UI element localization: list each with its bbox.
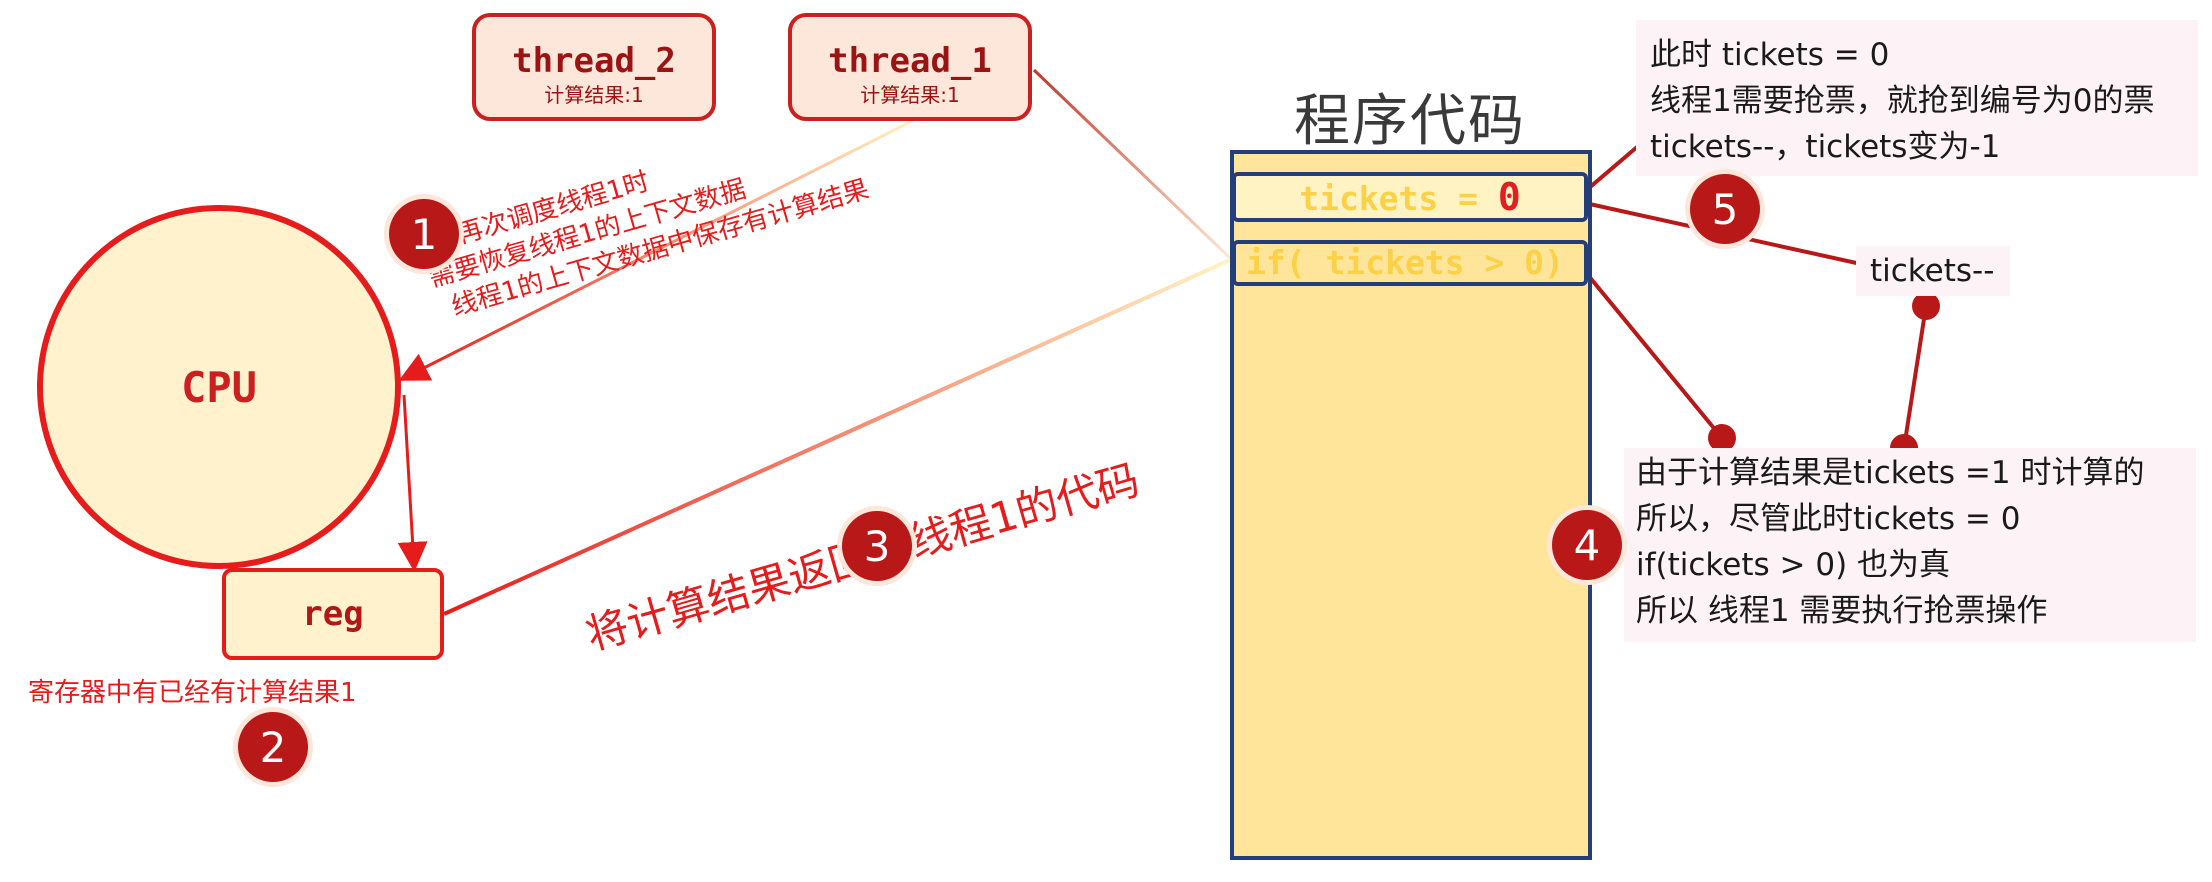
step5-note-bg <box>1636 20 2198 176</box>
tickets-dec-bg <box>1856 246 2010 296</box>
thread-2-result: 计算结果:1 <box>544 83 644 107</box>
step5-line-3: tickets--，tickets变为-1 <box>1650 129 2001 165</box>
step5-note: 此时 tickets = 0 线程1需要抢票，就抢到编号为0的票 tickets… <box>1650 32 2154 170</box>
code-line-tickets-value: 0 <box>1497 175 1521 219</box>
step-badge-1: 1 <box>389 199 459 269</box>
step4-note-bg <box>1624 448 2196 642</box>
step5-line-1: 此时 tickets = 0 <box>1650 37 1890 73</box>
step4-line-4: 所以 线程1 需要执行抢票操作 <box>1636 593 2048 629</box>
cpu-label: CPU <box>181 362 257 412</box>
code-line-tickets: tickets = 0 <box>1232 172 1588 222</box>
register-box: reg <box>222 568 444 660</box>
step-badge-4: 4 <box>1552 510 1622 580</box>
thread-2-box: thread_2 计算结果:1 <box>472 13 716 121</box>
connector-code-to-reg <box>443 258 1231 616</box>
code-line-tickets-prefix: tickets = <box>1299 179 1498 218</box>
step-badge-2: 2 <box>238 712 308 782</box>
code-line-if: if( tickets > 0) <box>1232 240 1588 286</box>
step5-line-2: 线程1需要抢票，就抢到编号为0的票 <box>1650 83 2155 119</box>
connector-cpu-to-reg <box>397 394 428 572</box>
cpu-circle: CPU <box>37 205 401 569</box>
connector-thread1-to-cpu <box>398 116 919 381</box>
register-label: reg <box>302 594 364 634</box>
thread-1-result: 计算结果:1 <box>860 83 960 107</box>
register-note: 寄存器中有已经有计算结果1 <box>28 678 357 708</box>
thread-1-name: thread_1 <box>828 41 992 81</box>
thread-2-name: thread_2 <box>512 41 676 81</box>
step-badge-3: 3 <box>842 511 912 581</box>
step-badge-5: 5 <box>1690 174 1760 244</box>
thread-1-box: thread_1 计算结果:1 <box>788 13 1032 121</box>
code-title: 程序代码 <box>1294 89 1526 154</box>
step4-note: 由于计算结果是tickets =1 时计算的 所以，尽管此时tickets = … <box>1636 450 2144 634</box>
step4-line-2: 所以，尽管此时tickets = 0 <box>1636 501 2021 537</box>
step4-line-1: 由于计算结果是tickets =1 时计算的 <box>1636 455 2145 491</box>
connector-dec-to-step4 <box>1890 292 1940 462</box>
connector-step4-note <box>1564 249 1736 452</box>
connector-thread1-to-code <box>1032 68 1232 260</box>
tickets-dec-label: tickets-- <box>1870 253 1995 289</box>
step4-line-3: if(tickets > 0) 也为真 <box>1636 547 1951 583</box>
